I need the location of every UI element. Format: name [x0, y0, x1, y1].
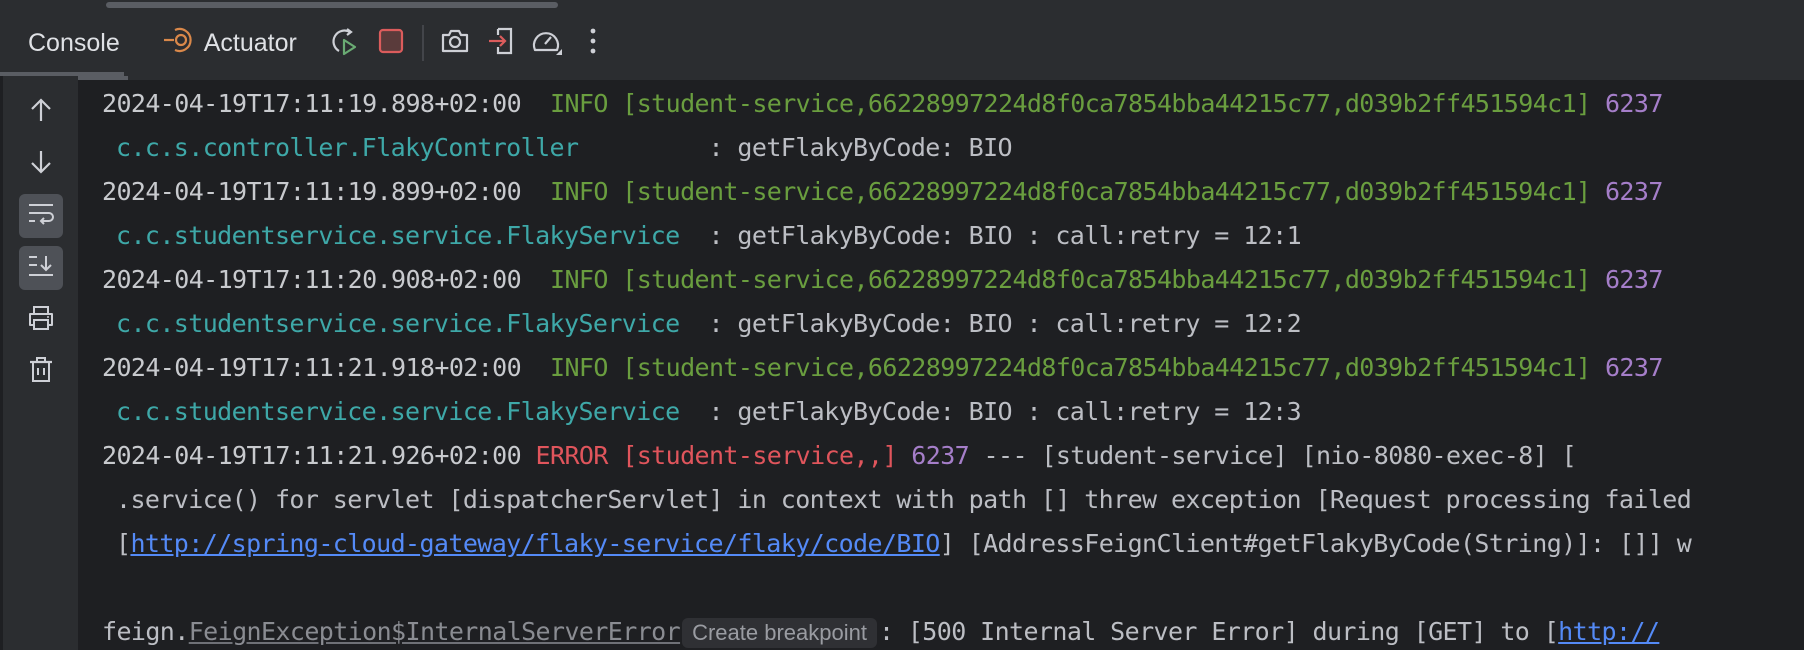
- log-message: .service() for servlet [dispatcherServle…: [116, 485, 1692, 514]
- log-line: 2024-04-19T17:11:19.899+02:00 INFO [stud…: [102, 170, 1663, 214]
- log-message: : getFlakyByCode: BIO : call:retry = 12:…: [679, 309, 1302, 338]
- tab-actuator-label: Actuator: [203, 28, 297, 57]
- scroll-down-button[interactable]: [19, 142, 63, 186]
- log-line: 2024-04-19T17:11:20.908+02:00 INFO [stud…: [102, 258, 1663, 302]
- printer-icon: [27, 305, 55, 335]
- log-logger: c.c.s.controller.FlakyController: [116, 133, 579, 162]
- exception-package: feign.: [102, 617, 189, 646]
- actuator-icon: [162, 26, 194, 61]
- tab-console[interactable]: Console: [0, 10, 148, 76]
- log-message: ] [AddressFeignClient#getFlakyByCode(Str…: [939, 529, 1692, 558]
- log-logger: c.c.studentservice.service.FlakyService: [116, 221, 680, 250]
- log-line: c.c.studentservice.service.FlakyService …: [116, 214, 1302, 258]
- console-sidebar: [0, 76, 78, 650]
- log-level: INFO: [535, 265, 608, 294]
- create-breakpoint-tooltip[interactable]: Create breakpoint: [682, 618, 877, 648]
- arrow-down-icon: [29, 149, 53, 179]
- exception-class-link[interactable]: FeignException$InternalServerError: [188, 617, 681, 646]
- print-button[interactable]: [19, 298, 63, 342]
- log-pid: 6237: [911, 441, 970, 470]
- more-options-button[interactable]: [575, 25, 611, 61]
- log-message: --- [student-service] [nio-8080-exec-8] …: [969, 441, 1577, 470]
- stop-button[interactable]: [373, 25, 409, 61]
- clear-all-button[interactable]: [19, 350, 63, 394]
- camera-icon: [440, 27, 470, 59]
- log-logger: c.c.studentservice.service.FlakyService: [116, 397, 680, 426]
- scroll-to-end-toggle[interactable]: [19, 246, 63, 290]
- console-toolbar: Console Actuator: [0, 10, 1804, 76]
- log-pid: 6237: [1604, 89, 1663, 118]
- error-line: [http://spring-cloud-gateway/flaky-servi…: [116, 522, 1692, 566]
- log-pid: 6237: [1604, 265, 1663, 294]
- tab-console-label: Console: [28, 28, 120, 57]
- log-timestamp: 2024-04-19T17:11:19.898+02:00: [102, 89, 522, 118]
- toolbar-separator: [421, 25, 424, 61]
- log-line: c.c.s.controller.FlakyController : getFl…: [116, 126, 1013, 170]
- top-strip: [0, 0, 1804, 10]
- request-url-link[interactable]: http://spring-cloud-gateway/flaky-servic…: [130, 529, 940, 558]
- profiler-button[interactable]: [529, 25, 565, 61]
- rerun-icon: [330, 26, 360, 60]
- stop-icon: [377, 27, 405, 59]
- screenshot-button[interactable]: [437, 25, 473, 61]
- soft-wrap-toggle[interactable]: [19, 194, 63, 238]
- trash-icon: [28, 356, 54, 388]
- tab-actuator[interactable]: Actuator: [148, 10, 307, 76]
- log-context: [student-service,66228997224d8f0ca7854bb…: [622, 265, 1591, 294]
- log-message: : getFlakyByCode: BIO: [578, 133, 1013, 162]
- bracket: [: [116, 529, 131, 558]
- log-timestamp: 2024-04-19T17:11:21.918+02:00: [102, 353, 522, 382]
- log-context: [student-service,66228997224d8f0ca7854bb…: [622, 89, 1591, 118]
- log-context: [student-service,66228997224d8f0ca7854bb…: [622, 353, 1591, 382]
- log-timestamp: 2024-04-19T17:11:21.926+02:00: [102, 441, 522, 470]
- log-line: 2024-04-19T17:11:19.898+02:00 INFO [stud…: [102, 82, 1663, 126]
- console-horizontal-scrollbar[interactable]: [78, 76, 1804, 80]
- horizontal-scrollbar-thumb[interactable]: [106, 2, 558, 8]
- error-line: .service() for servlet [dispatcherServle…: [116, 478, 1692, 522]
- log-level: INFO: [535, 177, 608, 206]
- log-line: 2024-04-19T17:11:21.918+02:00 INFO [stud…: [102, 346, 1663, 390]
- log-line: c.c.studentservice.service.FlakyService …: [116, 302, 1302, 346]
- log-message: : getFlakyByCode: BIO : call:retry = 12:…: [679, 221, 1302, 250]
- exception-line: feign.FeignException$InternalServerError…: [102, 610, 1660, 650]
- log-context: [student-service,,]: [622, 441, 897, 470]
- error-line: 2024-04-19T17:11:21.926+02:00 ERROR [stu…: [102, 434, 1577, 478]
- scroll-up-button[interactable]: [19, 90, 63, 134]
- active-tab-indicator: [0, 72, 124, 76]
- login-arrow-icon: [486, 26, 516, 60]
- log-level: INFO: [535, 89, 608, 118]
- console-output[interactable]: 2024-04-19T17:11:19.898+02:00 INFO [stud…: [78, 80, 1804, 650]
- arrow-up-icon: [29, 97, 53, 127]
- log-context: [student-service,66228997224d8f0ca7854bb…: [622, 177, 1591, 206]
- more-options-icon: [588, 27, 598, 59]
- log-pid: 6237: [1604, 353, 1663, 382]
- log-timestamp: 2024-04-19T17:11:20.908+02:00: [102, 265, 522, 294]
- gauge-icon: [531, 26, 563, 60]
- soft-wrap-icon: [27, 202, 55, 230]
- exception-url-link[interactable]: http://: [1558, 617, 1660, 646]
- log-pid: 6237: [1604, 177, 1663, 206]
- exception-message: : [500 Internal Server Error] during [GE…: [878, 617, 1559, 646]
- log-logger: c.c.studentservice.service.FlakyService: [116, 309, 680, 338]
- log-line: c.c.studentservice.service.FlakyService …: [116, 390, 1302, 434]
- log-level: INFO: [535, 353, 608, 382]
- log-message: : getFlakyByCode: BIO : call:retry = 12:…: [679, 397, 1302, 426]
- log-level: ERROR: [535, 441, 609, 470]
- scrollbar-thumb[interactable]: [78, 76, 128, 80]
- log-timestamp: 2024-04-19T17:11:19.899+02:00: [102, 177, 522, 206]
- restore-layout-button[interactable]: [483, 25, 519, 61]
- scroll-to-end-icon: [27, 254, 55, 282]
- rerun-button[interactable]: [327, 25, 363, 61]
